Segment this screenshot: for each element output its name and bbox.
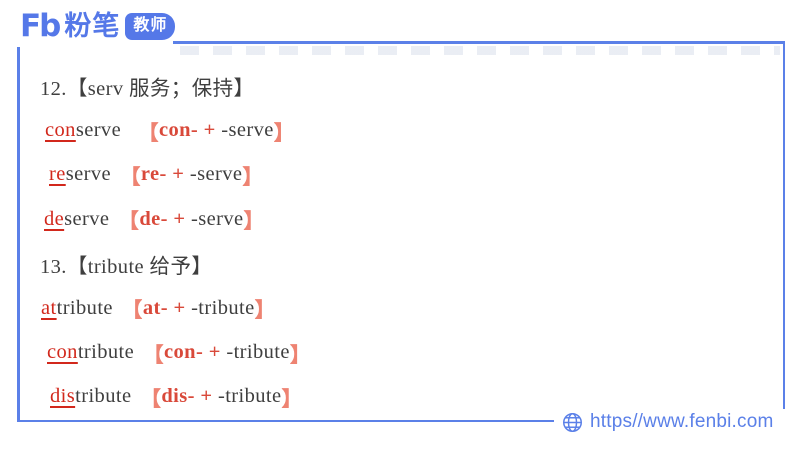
bracket-root: -serve [189, 163, 243, 186]
bottom-border-line [17, 419, 554, 422]
footer: https//www.fenbi.com [562, 409, 786, 435]
word-prefix: con [45, 119, 76, 142]
bracket-prefix: con- + [164, 341, 227, 364]
fenbi-logo-text: 粉笔 [64, 11, 121, 41]
bracket-root: -tribute [191, 296, 255, 319]
open-bracket: 【 [121, 300, 143, 323]
open-bracket: 【 [120, 166, 141, 189]
word-prefix: dis [50, 385, 76, 408]
word-prefix: at [41, 296, 57, 319]
bracket-root: -tribute [217, 385, 282, 408]
fenbi-logo: Fb 粉笔 教师 [20, 8, 176, 44]
word-prefix: con [47, 341, 78, 364]
open-bracket: 【 [118, 211, 140, 234]
close-bracket: 】 [281, 388, 303, 411]
bracket-prefix: de- + [139, 207, 191, 230]
teacher-badge: 教师 [125, 13, 176, 40]
top-border-line [173, 41, 785, 44]
bracket-prefix: dis- + [161, 385, 218, 408]
root-header-text: 12.【serv 服务；保持】 [40, 78, 255, 101]
word-rest: serve [65, 163, 111, 186]
open-bracket: 【 [138, 122, 159, 145]
bracket-prefix: at- + [142, 296, 192, 319]
word-prefix: de [44, 207, 65, 230]
website-url: https//www.fenbi.com [590, 411, 774, 432]
root-header-text: 13.【tribute 给予】 [40, 255, 213, 278]
watermark-row [180, 46, 780, 55]
open-bracket: 【 [140, 388, 162, 411]
word-rest: serve [75, 119, 122, 142]
root-header-serv: 12.【serv 服务；保持】 [0, 64, 800, 108]
word-rest: tribute [77, 341, 135, 364]
fenbi-logo-icon: Fb [20, 8, 61, 44]
close-bracket: 】 [254, 300, 276, 323]
left-border-line [17, 47, 20, 422]
right-border-line [782, 41, 785, 409]
close-bracket: 】 [289, 344, 311, 367]
close-bracket: 】 [273, 122, 295, 145]
root-header-tribute: 13.【tribute 给予】 [0, 242, 800, 286]
word-rest: serve [64, 207, 110, 230]
bracket-prefix: re- + [140, 163, 190, 186]
close-bracket: 】 [243, 211, 265, 234]
open-bracket: 【 [143, 344, 165, 367]
bracket-root: -serve [221, 119, 274, 142]
word-rest: tribute [56, 296, 113, 319]
bracket-root: -serve [191, 207, 244, 230]
bracket-root: -tribute [226, 341, 290, 364]
globe-icon [562, 412, 583, 433]
bracket-prefix: con- + [158, 119, 222, 142]
word-rest: tribute [75, 385, 132, 408]
word-prefix: re [49, 163, 66, 186]
close-bracket: 】 [242, 166, 264, 189]
